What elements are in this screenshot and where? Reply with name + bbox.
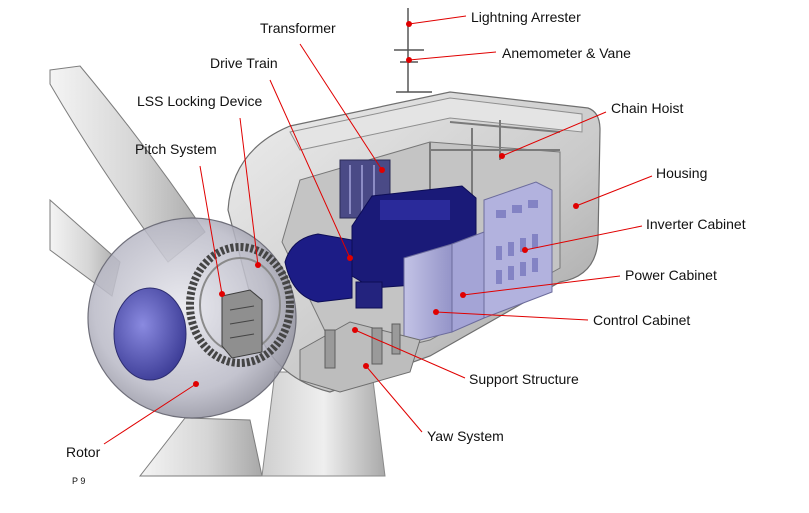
leader-transformer (299, 43, 383, 171)
yaw-system-drives (324, 323, 401, 369)
leader-housing (575, 175, 653, 207)
dot-transformer (379, 167, 385, 173)
page-number: P 9 (72, 476, 85, 486)
control-cabinet-shape (403, 243, 453, 345)
dot-lightning-arrester (406, 21, 412, 27)
label-support-structure: Support Structure (469, 371, 579, 387)
label-rotor: Rotor (66, 444, 101, 460)
label-transformer: Transformer (260, 20, 336, 36)
spinner-core (113, 287, 187, 381)
dot-drive-train (347, 255, 353, 261)
label-yaw-system: Yaw System (427, 428, 504, 444)
leader-lines (103, 15, 653, 445)
leader-pitch-system (199, 165, 223, 295)
label-control-cabinet: Control Cabinet (593, 312, 690, 328)
dot-housing (573, 203, 579, 209)
leader-inverter-cabinet (524, 225, 643, 251)
leader-lightning-arrester (408, 15, 467, 25)
pointer-dots (193, 21, 579, 387)
dot-yaw-system (363, 363, 369, 369)
dot-chain-hoist (499, 153, 505, 159)
leader-yaw-system (365, 365, 423, 433)
label-housing: Housing (656, 165, 707, 181)
inverter-cabinet-shape (483, 181, 553, 319)
label-lightning-arrester: Lightning Arrester (471, 9, 581, 25)
leader-chain-hoist (501, 111, 607, 157)
leader-power-cabinet (462, 275, 621, 296)
power-cabinet-shape (451, 231, 485, 333)
roof-mast (394, 8, 432, 93)
turbine-illustration (49, 8, 601, 477)
rotor-blade-lower (138, 417, 263, 477)
leader-support-structure (354, 329, 466, 379)
label-power-cabinet: Power Cabinet (625, 267, 717, 283)
label-anemometer-vane: Anemometer & Vane (502, 45, 631, 61)
pitch-bearing-ring (186, 243, 294, 367)
leader-rotor (103, 383, 197, 445)
leader-control-cabinet (435, 311, 589, 321)
dot-inverter-cabinet (522, 247, 528, 253)
label-inverter-cabinet: Inverter Cabinet (646, 216, 746, 232)
cabinets (403, 181, 553, 345)
roof-frame (289, 97, 583, 151)
pitch-system-box (221, 289, 263, 359)
leader-drive-train (269, 79, 351, 259)
callout-labels: Lightning Arrester Anemometer & Vane Tra… (66, 9, 746, 486)
leader-lss-locking-device (239, 117, 259, 266)
leader-anemometer-vane (408, 51, 497, 61)
dot-lss-locking-device (255, 262, 261, 268)
label-lss-locking-device: LSS Locking Device (137, 93, 263, 109)
dot-support-structure (352, 327, 358, 333)
label-chain-hoist: Chain Hoist (611, 100, 683, 116)
dot-rotor (193, 381, 199, 387)
dot-anemometer-vane (406, 57, 412, 63)
label-pitch-system: Pitch System (135, 141, 217, 157)
dot-control-cabinet (433, 309, 439, 315)
dot-power-cabinet (460, 292, 466, 298)
label-drive-train: Drive Train (210, 55, 278, 71)
dot-pitch-system (219, 291, 225, 297)
